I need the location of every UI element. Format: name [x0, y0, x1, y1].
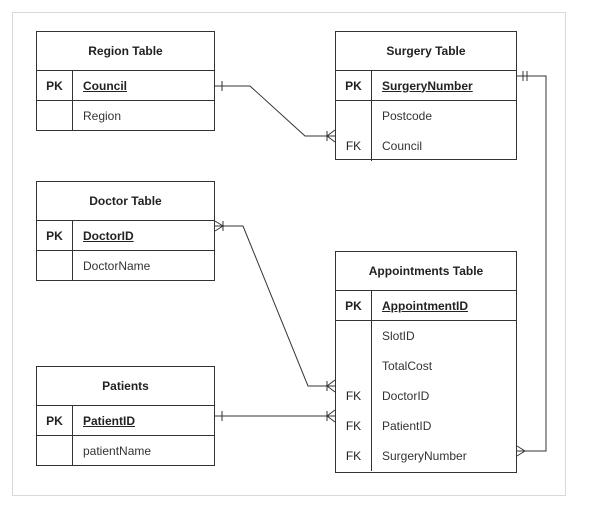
- appointments-pk-row: PK AppointmentID: [336, 291, 516, 321]
- region-row-key: [37, 101, 73, 131]
- appointments-pk-key: PK: [336, 291, 372, 320]
- region-pk-row: PK Council: [37, 71, 214, 101]
- doctor-table: Doctor Table PK DoctorID DoctorName: [36, 181, 215, 281]
- appointments-row-key: FK: [336, 441, 372, 471]
- appointments-row: FK SurgeryNumber: [336, 441, 516, 471]
- appointments-row: FK DoctorID: [336, 381, 516, 411]
- region-table: Region Table PK Council Region: [36, 31, 215, 131]
- patients-pk-key: PK: [37, 406, 73, 435]
- appointments-pk-field: AppointmentID: [382, 298, 468, 313]
- doctor-row-key: [37, 251, 73, 281]
- surgery-pk-key: PK: [336, 71, 372, 100]
- surgery-table-title: Surgery Table: [336, 32, 516, 71]
- patients-row-field: patientName: [83, 444, 152, 458]
- appointments-row: TotalCost: [336, 351, 516, 381]
- appointments-row: FK PatientID: [336, 411, 516, 441]
- region-row-field: Region: [83, 109, 122, 123]
- surgery-row-field: Postcode: [382, 109, 433, 123]
- patients-table: Patients PK PatientID patientName: [36, 366, 215, 466]
- appointments-row: SlotID: [336, 321, 516, 351]
- appointments-row-field: TotalCost: [382, 359, 433, 373]
- appointments-row-key: FK: [336, 381, 372, 411]
- appointments-table: Appointments Table PK AppointmentID Slot…: [335, 251, 517, 473]
- patients-row-key: [37, 436, 73, 466]
- appointments-row-field: PatientID: [382, 419, 432, 433]
- appointments-row-field: SlotID: [382, 329, 415, 343]
- doctor-table-title: Doctor Table: [37, 182, 214, 221]
- surgery-row-key: [336, 101, 372, 131]
- region-table-title: Region Table: [37, 32, 214, 71]
- appointments-row-field: DoctorID: [382, 389, 430, 403]
- patients-row: patientName: [37, 436, 214, 466]
- doctor-row-field: DoctorName: [83, 259, 151, 273]
- patients-pk-row: PK PatientID: [37, 406, 214, 436]
- surgery-row-key: FK: [336, 131, 372, 161]
- appointments-row-key: [336, 351, 372, 381]
- appointments-table-title: Appointments Table: [336, 252, 516, 291]
- region-row: Region: [37, 101, 214, 131]
- surgery-row: FK Council: [336, 131, 516, 161]
- doctor-pk-row: PK DoctorID: [37, 221, 214, 251]
- patients-table-title: Patients: [37, 367, 214, 406]
- surgery-pk-field: SurgeryNumber: [382, 78, 473, 93]
- surgery-row-field: Council: [382, 139, 423, 153]
- surgery-row: Postcode: [336, 101, 516, 131]
- doctor-row: DoctorName: [37, 251, 214, 281]
- appointments-row-key: [336, 321, 372, 351]
- edge-surgery-appointments: [516, 71, 547, 457]
- edge-patients-appointments: [215, 409, 336, 423]
- region-pk-key: PK: [37, 71, 73, 100]
- patients-pk-field: PatientID: [83, 413, 136, 428]
- surgery-table: Surgery Table PK SurgeryNumber Postcode …: [335, 31, 517, 161]
- surgery-pk-row: PK SurgeryNumber: [336, 71, 516, 101]
- doctor-pk-field: DoctorID: [83, 228, 134, 243]
- doctor-pk-key: PK: [37, 221, 73, 250]
- edge-region-surgery: [215, 81, 336, 143]
- appointments-row-key: FK: [336, 411, 372, 441]
- edge-doctor-appointments: [214, 220, 336, 393]
- region-pk-field: Council: [83, 78, 127, 93]
- appointments-row-field: SurgeryNumber: [382, 449, 467, 463]
